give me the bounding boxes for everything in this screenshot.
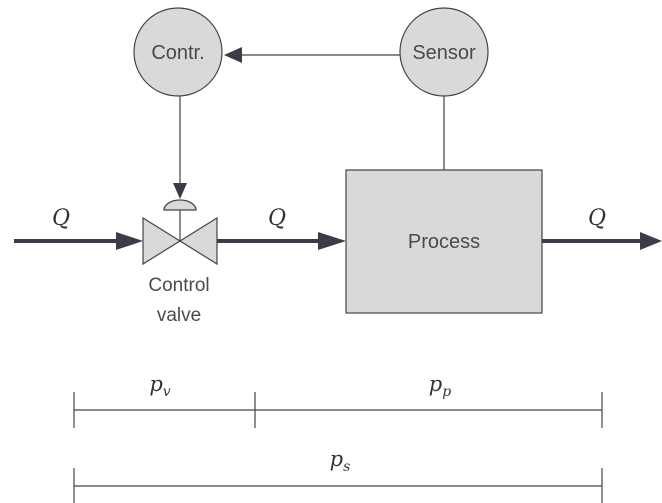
- flow-inlet: [14, 232, 143, 250]
- sensor-node: Sensor: [399, 7, 489, 97]
- flow-label-outlet: Q: [588, 206, 606, 231]
- pressure-label-valve: pv: [149, 372, 170, 400]
- pressure-label-system: ps: [330, 447, 351, 475]
- signal-line-sensor-to-controller: [224, 47, 400, 63]
- signal-line-controller-to-valve: [173, 96, 187, 199]
- valve-actuator: [163, 199, 197, 211]
- sensor-label: Sensor: [412, 42, 476, 64]
- flow-label-middle: Q: [268, 206, 286, 231]
- flow-outlet: [542, 232, 662, 250]
- process-label: Process: [408, 231, 480, 253]
- pressure-label-process: pp: [429, 372, 451, 400]
- process-block: Process: [345, 169, 543, 314]
- valve-body-left: [142, 216, 182, 266]
- valve-body-right: [178, 216, 218, 266]
- valve-label-line1: Control: [148, 275, 209, 296]
- pressure-dimension-system: [73, 468, 603, 503]
- signal-arrowhead-left: [224, 47, 242, 63]
- flow-label-inlet: Q: [52, 206, 70, 231]
- signal-arrowhead-down: [173, 183, 187, 199]
- controller-label: Contr.: [151, 42, 204, 64]
- controller-node: Contr.: [133, 7, 223, 97]
- flow-middle: [217, 232, 346, 250]
- valve-label-line2: valve: [157, 305, 201, 326]
- pressure-dimension-valve-process: [73, 392, 603, 428]
- control-valve: Control valve: [142, 199, 218, 326]
